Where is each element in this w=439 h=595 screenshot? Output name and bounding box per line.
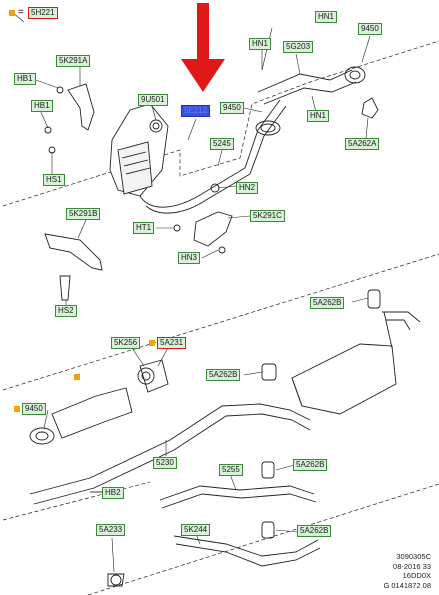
- label-9u501[interactable]: 9U501: [138, 94, 168, 106]
- label-hb1[interactable]: HB1: [14, 73, 36, 85]
- label-5a262a[interactable]: 5A262A: [345, 138, 380, 150]
- label-hs2[interactable]: HS2: [55, 305, 77, 317]
- label-5k291a[interactable]: 5K291A: [56, 55, 91, 67]
- label-hn1-c[interactable]: HN1: [307, 110, 330, 122]
- label-hb2[interactable]: HB2: [102, 487, 124, 499]
- footer-line-4: G 0141872 08: [383, 580, 431, 590]
- label-5k291c[interactable]: 5K291C: [250, 210, 285, 222]
- label-ht1[interactable]: HT1: [133, 222, 155, 234]
- label-5e212[interactable]: 5E212: [181, 105, 211, 117]
- label-9450-mid[interactable]: 9450: [220, 102, 244, 114]
- marker-9450: [14, 406, 20, 412]
- label-hn3[interactable]: HN3: [178, 252, 201, 264]
- footer-line-2: 08-2016 33: [393, 561, 431, 571]
- label-5a262b-1[interactable]: 5A262B: [310, 297, 345, 309]
- label-hn1-top[interactable]: HN1: [315, 11, 338, 23]
- marker-5a231: [149, 340, 155, 346]
- legend-marker: [9, 10, 15, 16]
- legend-equals: =: [18, 7, 24, 18]
- label-5245[interactable]: 5245: [210, 138, 234, 150]
- diagram-reference: 3090305C 08-2016 33 16DD0X G 0141872 08: [383, 552, 431, 590]
- label-5k291b[interactable]: 5K291B: [66, 208, 101, 220]
- legend-code: 5H221: [28, 7, 58, 19]
- marker-catalyst: [74, 374, 80, 380]
- label-5a262b-2[interactable]: 5A262B: [206, 369, 241, 381]
- label-5230[interactable]: 5230: [153, 457, 177, 469]
- footer-line-3: 16DD0X: [402, 571, 431, 580]
- label-hs1[interactable]: HS1: [43, 174, 65, 186]
- label-hn1-b[interactable]: HN1: [249, 38, 272, 50]
- label-5k256[interactable]: 5K256: [111, 337, 141, 349]
- label-5g203[interactable]: 5G203: [283, 41, 314, 53]
- red-arrow: [181, 3, 225, 92]
- label-hn2[interactable]: HN2: [236, 182, 259, 194]
- label-5255[interactable]: 5255: [219, 464, 243, 476]
- label-9450-low[interactable]: 9450: [22, 403, 46, 415]
- label-9450-top[interactable]: 9450: [358, 23, 382, 35]
- label-5a262b-4[interactable]: 5A262B: [297, 525, 332, 537]
- label-5a231[interactable]: 5A231: [157, 337, 187, 349]
- label-hb1-b[interactable]: HB1: [31, 100, 53, 112]
- footer-line-1: 3090305C: [396, 552, 431, 561]
- label-5a262b-3[interactable]: 5A262B: [293, 459, 328, 471]
- label-5a233[interactable]: 5A233: [96, 524, 126, 536]
- label-5k244[interactable]: 5K244: [181, 524, 211, 536]
